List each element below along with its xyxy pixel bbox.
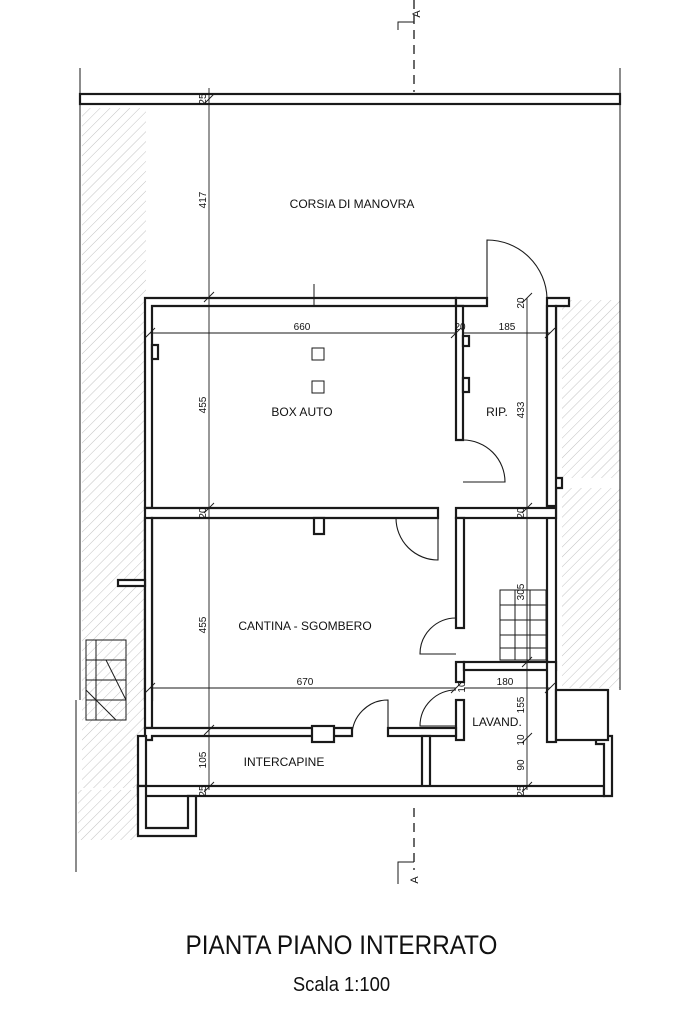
room-label-intercapine: INTERCAPINE [244, 755, 325, 769]
section-label-top: A [411, 10, 423, 18]
box-left-notch [150, 343, 160, 361]
right-lower-box [554, 688, 610, 742]
room-label-corsia: CORSIA DI MANOVRA [290, 197, 415, 211]
middle-wall-right [454, 506, 558, 520]
middle-wall [143, 506, 440, 702]
cantina-right-wall-low [454, 660, 466, 684]
dim-corsia-depth: 417 [198, 191, 209, 208]
dim-stair-depth: 305 [516, 583, 527, 600]
intercapine-stub [310, 724, 336, 744]
hatch-right-upper [562, 300, 620, 478]
cantina-right-wall [454, 516, 466, 630]
plan-title: PIANTA PIANO INTERRATO [185, 930, 498, 960]
bottom-left-wall [136, 784, 198, 838]
rip-right-inner [545, 304, 558, 508]
dim-box-width: 660 [294, 322, 311, 333]
dimension-lines [144, 88, 556, 793]
rip-door-swing [462, 439, 506, 483]
dim-lav-depth: 155 [516, 696, 527, 713]
room-label-cantina: CANTINA - SGOMBERO [238, 619, 371, 633]
dim-mid-wall-right: 20 [516, 507, 527, 519]
intercapine-mid-wall [420, 734, 432, 790]
box-right-notch [461, 376, 471, 394]
room-label-box: BOX AUTO [271, 405, 332, 419]
dim-rip-wall-top: 20 [516, 297, 527, 309]
dim-rip-depth: 433 [516, 401, 527, 418]
section-arrow-top [397, 21, 414, 30]
lav-inner-wall [454, 698, 466, 742]
bottom-right-wall [594, 734, 614, 798]
plan-scale: Scala 1:100 [292, 974, 391, 996]
dim-bottom-wall-right: 25 [516, 785, 527, 797]
room-label-rip: RIP. [486, 405, 508, 419]
top-wall [78, 92, 622, 106]
dim-box-depth: 455 [198, 396, 209, 413]
cantina-door-swing [395, 517, 439, 561]
lav-top-wall [462, 660, 550, 672]
rip-top-wall [454, 296, 489, 308]
stair-left [85, 639, 127, 721]
intercapine-left-wall [136, 734, 148, 790]
dim-cantina-depth: 455 [198, 616, 209, 633]
dim-mid-wall-left: 20 [198, 507, 209, 519]
lav-door-swing [419, 689, 457, 727]
pillar-mark-1 [311, 347, 325, 361]
dim-inter-right: 90 [516, 759, 527, 771]
hatch-left-lower [78, 790, 138, 840]
section-arrow-bottom [397, 861, 414, 884]
dim-cantina-width: 670 [297, 677, 314, 688]
rip-left-notch [461, 334, 471, 348]
entry-door-swing [486, 239, 548, 299]
cantina-bottom-wall-right [386, 726, 458, 738]
dim-mid-wall-a: 20 [454, 322, 466, 333]
dim-lav-width: 180 [497, 677, 514, 688]
dim-top-wall: 25 [198, 93, 209, 105]
left-outcrop [116, 578, 147, 588]
section-label-bottom: A [409, 876, 421, 884]
stair-right [499, 589, 547, 661]
hatch-right-lower [562, 488, 620, 688]
dim-lav-wall: 10 [457, 681, 468, 693]
intercapine-door-swing [351, 699, 389, 737]
dim-bottom-wall-left: 25 [198, 785, 209, 797]
dim-lav-wall-b: 10 [516, 734, 527, 746]
hatch-left [82, 108, 146, 788]
dim-inter-depth: 105 [198, 751, 209, 768]
dim-rip-width: 185 [499, 322, 516, 333]
room-label-lavand: LAVAND. [472, 715, 522, 729]
pillar-mark-2 [311, 380, 325, 394]
stair-door-swing [419, 617, 457, 655]
lav-right-wall [545, 660, 558, 744]
cantina-left-wall [143, 516, 154, 730]
middle-wall-stub [312, 516, 326, 536]
